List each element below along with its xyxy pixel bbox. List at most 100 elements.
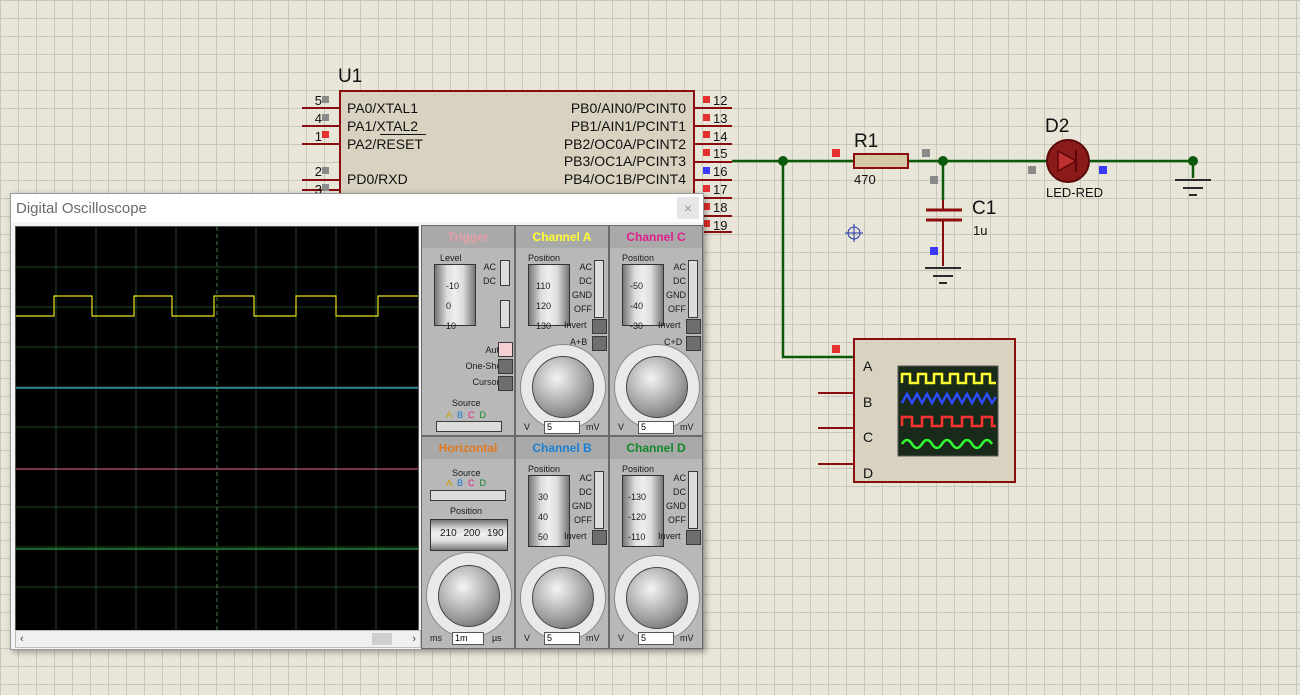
xtal2-overbar — [380, 134, 426, 135]
c1-value: 1u — [973, 223, 988, 238]
trigger-source-letters: ABCD — [446, 410, 492, 420]
trigger-source-slider[interactable] — [436, 421, 502, 432]
oscilloscope-window[interactable]: Digital Oscilloscope × ‹ — [10, 193, 704, 650]
horizontal-source-letters: ABCD — [446, 478, 492, 488]
trigger-source-label: Source — [452, 398, 481, 408]
channel-c-combine-button[interactable] — [686, 336, 701, 351]
channel-c-coupling-switch[interactable] — [688, 260, 698, 318]
trigger-level-roller[interactable] — [434, 264, 476, 326]
channel-d-value[interactable]: 5 — [638, 632, 674, 645]
channel-a-value[interactable]: 5 — [544, 421, 580, 434]
u1-right-pin-names: PB0/AIN0/PCINT0 PB1/AIN1/PCINT1 PB2/OC0A… — [563, 100, 686, 188]
crosshair-cursor — [845, 224, 863, 242]
channel-c-title: Channel C — [610, 226, 702, 248]
channel-c-unit-left: V — [618, 422, 625, 432]
timebase-value[interactable]: 1m — [452, 632, 484, 645]
oscilloscope-titlebar[interactable]: Digital Oscilloscope × — [11, 194, 703, 222]
channel-d-position-roller[interactable] — [622, 475, 664, 547]
channel-d-unit-right: mV — [680, 633, 694, 643]
horizontal-panel: Horizontal Source ABCD Position 210 200 … — [421, 436, 515, 649]
channel-b-volts-knob[interactable] — [532, 567, 594, 629]
trace-a — [16, 295, 418, 317]
c1-pin-state — [930, 247, 938, 255]
channel-a-combine-button[interactable] — [592, 336, 607, 351]
channel-d-unit-left: V — [618, 633, 625, 643]
horizontal-source-slider[interactable] — [430, 490, 506, 501]
d2-pin-state — [1099, 166, 1107, 174]
channel-b-unit-left: V — [524, 633, 531, 643]
trigger-title: Trigger — [422, 226, 514, 248]
channel-c-invert-button[interactable] — [686, 319, 701, 334]
edge-switch[interactable] — [500, 300, 510, 328]
level-label: Level — [440, 253, 462, 263]
horizontal-source-label: Source — [452, 468, 481, 478]
c1-pin-state — [930, 176, 938, 184]
channel-d-title: Channel D — [610, 437, 702, 459]
channel-a-volts-knob[interactable] — [532, 356, 594, 418]
c1-ref: C1 — [972, 198, 997, 219]
oscilloscope-title: Digital Oscilloscope — [16, 200, 147, 217]
channel-d-invert-button[interactable] — [686, 530, 701, 545]
channel-a-modes: AC DC GND OFF — [572, 262, 592, 314]
d2-value: LED-RED — [1046, 185, 1104, 200]
channel-b-invert-label: Invert — [564, 531, 587, 541]
channel-a-title: Channel A — [516, 226, 608, 248]
r1-body[interactable] — [853, 153, 909, 169]
junction-node — [938, 156, 948, 166]
timebase-knob[interactable] — [438, 565, 500, 627]
one-shot-button[interactable] — [498, 359, 513, 374]
channel-c-volts-knob[interactable] — [626, 356, 688, 418]
channel-d-coupling-switch[interactable] — [688, 471, 698, 529]
scope-input-labels: A B C D — [863, 358, 874, 481]
channel-a-invert-label: Invert — [564, 320, 587, 330]
channel-c-value[interactable]: 5 — [638, 421, 674, 434]
cursors-button[interactable] — [498, 376, 513, 391]
d2-ref: D2 — [1045, 116, 1070, 137]
u1-left-pin-numbers: 5 4 1 2 3 — [314, 93, 322, 197]
u1-right-pin-numbers: 12 13 14 15 16 17 18 19 — [713, 93, 728, 233]
channel-b-coupling-switch[interactable] — [594, 471, 604, 529]
scope-input-leads — [818, 392, 854, 465]
scroll-left-icon[interactable]: ‹ — [20, 633, 24, 645]
auto-button[interactable] — [498, 342, 513, 357]
ground-symbol — [925, 267, 961, 284]
horizontal-title: Horizontal — [422, 437, 514, 459]
channel-a-coupling-switch[interactable] — [594, 260, 604, 318]
horizontal-position-roller[interactable] — [430, 519, 508, 551]
channel-b-ticks: 30 40 50 — [538, 492, 549, 542]
timebase-unit-left: ms — [430, 633, 442, 643]
channel-c-panel: Channel C Position -50 -40 -30 AC DC GND… — [609, 225, 703, 436]
channel-b-invert-button[interactable] — [592, 530, 607, 545]
channel-c-position-roller[interactable] — [622, 264, 664, 326]
channel-b-position-roller[interactable] — [528, 475, 570, 547]
coupling-switch[interactable] — [500, 260, 510, 286]
trigger-coupling: AC DC — [483, 262, 496, 286]
channel-d-invert-label: Invert — [658, 531, 681, 541]
channel-a-ticks: 110 120 130 — [536, 281, 552, 331]
r1-ref: R1 — [854, 131, 879, 152]
close-button[interactable]: × — [677, 197, 699, 219]
scroll-right-icon[interactable]: › — [412, 633, 416, 645]
horizontal-position-label: Position — [450, 506, 483, 516]
channel-a-invert-button[interactable] — [592, 319, 607, 334]
wires — [732, 159, 1193, 359]
scope-display[interactable] — [15, 226, 419, 633]
channel-b-panel: Channel B Position 30 40 50 AC DC GND OF… — [515, 436, 609, 649]
u1-left-pins — [302, 107, 340, 191]
horizontal-position-ticks: 210 200 190 — [440, 528, 504, 539]
r1-pin-state — [832, 149, 840, 157]
channel-a-position-roller[interactable] — [528, 264, 570, 326]
u1-ref: U1 — [338, 66, 363, 87]
r1-pin-state — [922, 149, 930, 157]
trigger-modes-2: One-Shot Cursors — [465, 361, 504, 387]
c1-body[interactable] — [926, 208, 962, 222]
scrollbar-thumb[interactable] — [372, 633, 392, 645]
scope-icon-traces — [900, 372, 998, 450]
display-scrollbar[interactable]: ‹ › — [15, 630, 421, 648]
channel-d-volts-knob[interactable] — [626, 567, 688, 629]
channel-d-modes: AC DC GND OFF — [666, 473, 686, 525]
channel-a-unit-left: V — [524, 422, 531, 432]
u1-body[interactable] — [339, 90, 695, 212]
channel-b-value[interactable]: 5 — [544, 632, 580, 645]
